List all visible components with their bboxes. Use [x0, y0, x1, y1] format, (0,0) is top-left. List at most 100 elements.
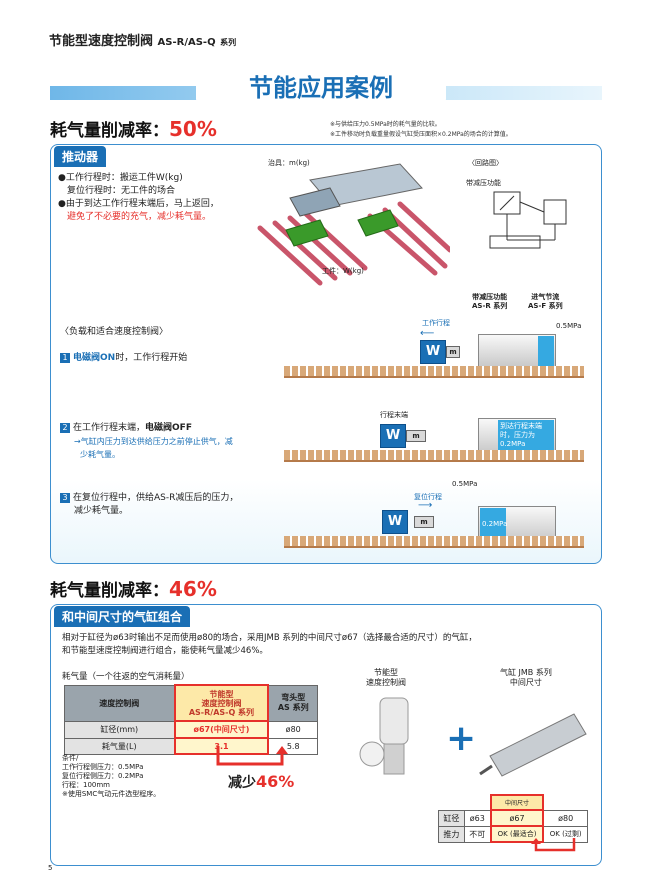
desc-line: 相对于缸径为ø63时输出不足而使用ø80的场合，采用JMB 系列的中间尺寸ø67…: [62, 633, 477, 643]
valve-r-code: AS-R 系列: [472, 302, 508, 310]
banner-title: 节能应用案例: [196, 68, 446, 102]
step2-label: 行程末端: [380, 411, 408, 419]
work-block: W: [382, 510, 408, 534]
step-number: 3: [60, 492, 70, 503]
circuit-label: 〈回路图〉: [468, 159, 503, 167]
jmb-cylinder-image: [479, 713, 587, 777]
thrust-table: 中间尺寸 缸径 ø63 ø67 ø80 推力 不可 OK (最适合) OK (过…: [438, 794, 589, 843]
bullet-line: ●工作行程时：搬运工件W(kg): [58, 173, 183, 183]
reduce-label: 减少46%: [228, 772, 294, 792]
step3-pressure: 0.5MPa: [452, 480, 478, 488]
step-number: 1: [60, 352, 70, 363]
cell: 推力: [438, 825, 465, 843]
plus-icon: +: [446, 718, 477, 759]
step1-pressure: 0.5MPa: [556, 322, 582, 330]
right-arrow-icon: ⟶: [418, 500, 433, 511]
row-value-elbow: ø80: [267, 720, 319, 739]
cell: OK (过剩): [542, 825, 589, 843]
valve-f-code: AS-F 系列: [528, 302, 563, 310]
step3-line1: 在复位行程中，供给AS-R减压后的压力，: [73, 493, 239, 503]
bullet-line-red: 避免了不必要的充气，减少耗气量。: [67, 212, 212, 222]
jig-label: 治具：m(kg): [268, 159, 310, 167]
valve-f-name: 进气节流: [531, 293, 560, 301]
header-line: AS 系列: [277, 703, 309, 712]
section1-reduction-value: 50%: [169, 117, 217, 141]
cylinder-pressure-fill: [538, 336, 554, 366]
cylinder-pressure-fill: 到达行程末端时，压力为0.2MPa: [498, 420, 554, 452]
cylinder-label: 气缸 JMB 系列 中间尺寸: [500, 668, 552, 688]
table-header-elbow: 弯头型 AS 系列: [267, 684, 319, 722]
workpiece: [285, 219, 329, 247]
step1-rest: 时，工作行程开始: [115, 353, 188, 363]
conditions: 条件/ 工作行程侧压力：0.5MPa 复位行程侧压力：0.2MPa 行程：100…: [62, 754, 160, 799]
speed-valve-image: [359, 697, 409, 775]
header-title: 节能型速度控制阀: [49, 34, 154, 49]
bullet-line: 复位行程时：无工件的场合: [58, 186, 176, 196]
row-label: 耗气量(L): [64, 737, 175, 755]
valve-r-name: 带减压功能: [472, 293, 508, 301]
row-value-energy: ø67(中间尺寸): [173, 720, 270, 739]
header-line: 弯头型: [281, 693, 306, 702]
circuit-diagram: [489, 191, 567, 249]
cond-line: 行程：100mm: [62, 781, 110, 789]
section2-reduction-label: 耗气量削减率：: [50, 581, 169, 601]
cond-line: 工作行程侧压力：0.5MPa: [62, 763, 144, 771]
row-label: 缸径(mm): [64, 720, 175, 739]
table-row: 缸径 ø63 ø67 ø80: [438, 809, 589, 827]
jig-block: m: [414, 516, 434, 528]
header-series-code: AS-R/AS-Q: [157, 37, 216, 48]
step2-bold: 电磁阀OFF: [145, 423, 192, 433]
table-row: 缸径(mm) ø67(中间尺寸) ø80: [64, 720, 319, 739]
step1-arrow-label: 工作行程: [422, 319, 450, 327]
jig-plate: [289, 187, 341, 217]
table-row: 耗气量(L) 3.1 5.8: [64, 737, 319, 755]
step2-pre: 在工作行程末端，: [73, 423, 146, 433]
valve-label-line: 速度控制阀: [366, 678, 406, 687]
step3-line2: 减少耗气量。: [74, 506, 129, 516]
cylinder-pressure-fill: 0.2MPa: [480, 508, 507, 540]
cylinder-label-line: 气缸 JMB 系列: [500, 668, 552, 677]
cond-line: 条件/: [62, 754, 79, 762]
valve-label-line: 节能型: [374, 668, 398, 677]
consumption-table: 速度控制阀 节能型 速度控制阀 AS-R/AS-Q 系列 弯头型 AS 系列 缸…: [64, 684, 319, 755]
conveyor-floor: [284, 536, 584, 548]
bullet-line: ●由于到达工作行程末端后，马上返回，: [58, 199, 219, 209]
note-line: ※工件移动时负载重量假设气缸受压面积×0.2MPa的场合的计算值。: [330, 131, 512, 138]
pusher-illustration: [257, 163, 450, 286]
step1-bold: 电磁阀ON: [73, 353, 116, 363]
section2-heading: 耗气量削减率：46%: [50, 576, 217, 601]
section2-reduction-value: 46%: [169, 577, 217, 601]
cell: ø80: [542, 809, 589, 827]
header-line: AS-R/AS-Q 系列: [188, 707, 255, 717]
conveyor-floor: [284, 450, 584, 462]
valve-f-label: 进气节流 AS-F 系列: [528, 293, 563, 311]
step2-line3: 少耗气量。: [80, 450, 120, 459]
step-number: 2: [60, 422, 70, 433]
cell: 不可: [463, 825, 492, 843]
reduce-value: 46%: [256, 772, 295, 791]
cell: ø63: [463, 809, 492, 827]
cell: OK (最适合): [489, 825, 545, 843]
note-line: ※与供给压力0.5MPa时的耗气量的比较。: [330, 121, 441, 128]
cylinder-label-line: 中间尺寸: [509, 678, 542, 687]
step3-arrow-label: 复位行程: [414, 493, 442, 501]
cell: 缸径: [438, 809, 465, 827]
row-value-energy: 3.1: [173, 737, 270, 755]
desc-line: 和节能型速度控制阀进行组合，能使耗气量减少46%。: [62, 646, 268, 656]
jig-block: m: [446, 346, 460, 358]
step2-line2: →气缸内压力到达供给压力之前停止供气，减: [74, 437, 233, 446]
header-series-suffix: 系列: [220, 38, 237, 47]
pusher-tab: 推动器: [54, 146, 107, 167]
work-block: W: [420, 340, 446, 364]
table-row: 推力 不可 OK (最适合) OK (过剩): [438, 825, 589, 843]
page-number: 5: [48, 864, 53, 872]
valve-label: 节能型 速度控制阀: [366, 668, 406, 688]
page-header: 节能型速度控制阀 AS-R/AS-Q 系列: [49, 30, 236, 49]
load-title: 〈负载和适合速度控制阀〉: [60, 327, 169, 337]
reduction-arrow: [216, 746, 288, 766]
workpiece: [357, 209, 399, 237]
mid-size-header: 中间尺寸: [489, 794, 545, 811]
